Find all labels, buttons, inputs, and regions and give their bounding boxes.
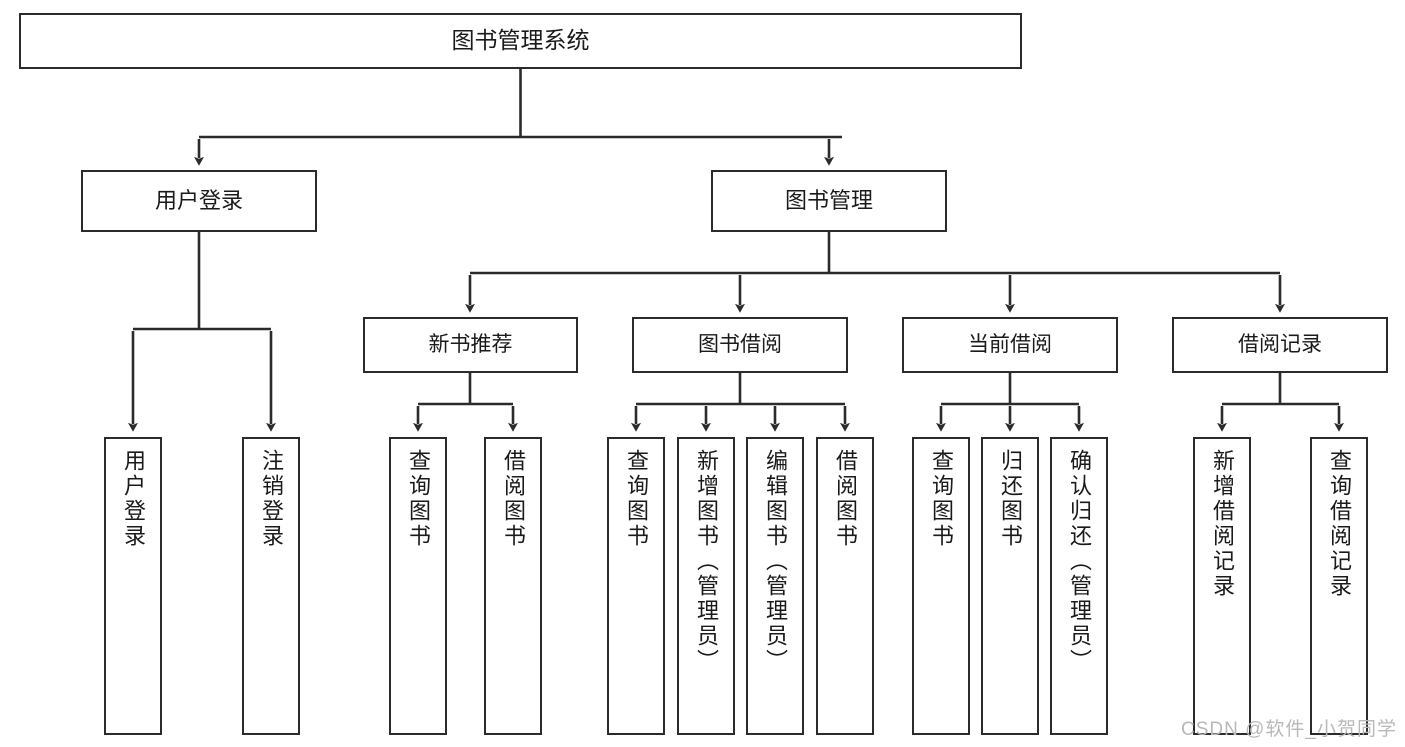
- leaf-node[interactable]: 新增借阅记录: [1193, 437, 1251, 735]
- node-user-login[interactable]: 用户登录: [81, 170, 317, 232]
- node-current-borrow-label: 当前借阅: [968, 333, 1052, 357]
- leaf-node[interactable]: 注销登录: [242, 437, 300, 735]
- leaf-node-label: 新增借阅记录: [1210, 449, 1235, 599]
- node-root[interactable]: 图书管理系统: [19, 13, 1022, 69]
- node-book-management-label: 图书管理: [784, 187, 873, 213]
- watermark-text: CSDN @软件_小贺同学: [1181, 719, 1397, 740]
- node-book-borrow-label: 图书借阅: [698, 333, 782, 357]
- leaf-node[interactable]: 查询借阅记录: [1310, 437, 1368, 735]
- leaf-node[interactable]: 借阅图书: [816, 437, 874, 735]
- leaf-node[interactable]: 查询图书: [912, 437, 970, 735]
- leaf-node[interactable]: 借阅图书: [484, 437, 542, 735]
- leaf-node[interactable]: 用户登录: [104, 437, 162, 735]
- node-current-borrow[interactable]: 当前借阅: [902, 317, 1118, 373]
- node-borrow-record[interactable]: 借阅记录: [1172, 317, 1388, 373]
- leaf-node-label: 查询图书: [929, 449, 954, 549]
- leaf-node-label: 归还图书: [998, 449, 1023, 549]
- leaf-node-label: 借阅图书: [833, 449, 858, 549]
- node-borrow-record-label: 借阅记录: [1238, 333, 1322, 357]
- node-new-book-recommend-label: 新书推荐: [428, 333, 513, 357]
- leaf-node-label: 注销登录: [259, 449, 284, 549]
- leaf-node[interactable]: 归还图书: [981, 437, 1039, 735]
- leaf-node[interactable]: 查询图书: [607, 437, 665, 735]
- leaf-node[interactable]: 编辑图书（管理员）: [746, 437, 804, 735]
- node-book-borrow[interactable]: 图书借阅: [632, 317, 848, 373]
- leaf-node-label: 编辑图书（管理员）: [763, 449, 788, 674]
- leaf-node-label: 借阅图书: [501, 449, 526, 549]
- node-book-management[interactable]: 图书管理: [711, 170, 947, 232]
- node-new-book-recommend[interactable]: 新书推荐: [363, 317, 578, 373]
- leaf-node[interactable]: 新增图书（管理员）: [677, 437, 735, 735]
- leaf-node-label: 查询借阅记录: [1327, 449, 1352, 599]
- leaf-node[interactable]: 确认归还（管理员）: [1050, 437, 1108, 735]
- leaf-node-label: 确认归还（管理员）: [1067, 449, 1092, 674]
- leaf-node-label: 查询图书: [624, 449, 649, 549]
- leaf-node-label: 查询图书: [406, 449, 431, 549]
- leaf-node[interactable]: 查询图书: [389, 437, 447, 735]
- node-user-login-label: 用户登录: [154, 187, 243, 213]
- leaf-node-label: 用户登录: [121, 449, 146, 549]
- node-root-label: 图书管理系统: [451, 27, 590, 54]
- leaf-node-label: 新增图书（管理员）: [694, 449, 719, 674]
